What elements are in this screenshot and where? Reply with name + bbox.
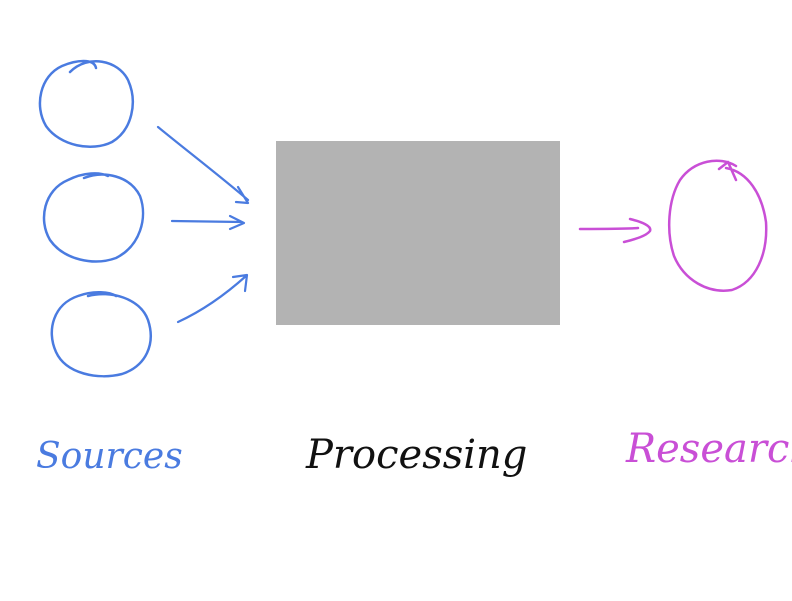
processing-box xyxy=(276,141,560,325)
sources-label: Sources xyxy=(36,436,183,477)
arrow-3 xyxy=(176,273,249,324)
source-node-2 xyxy=(42,172,145,263)
arrow-2 xyxy=(170,214,246,231)
arrow-1 xyxy=(156,125,250,205)
source-arrows xyxy=(156,125,250,324)
source-node-3 xyxy=(50,291,152,378)
processing-label: Processing xyxy=(305,432,527,478)
research-label: Research xyxy=(625,426,792,472)
source-node-1 xyxy=(38,59,134,148)
research-node xyxy=(668,159,768,292)
arrow-to-research xyxy=(578,217,652,244)
sources-group xyxy=(38,59,152,378)
